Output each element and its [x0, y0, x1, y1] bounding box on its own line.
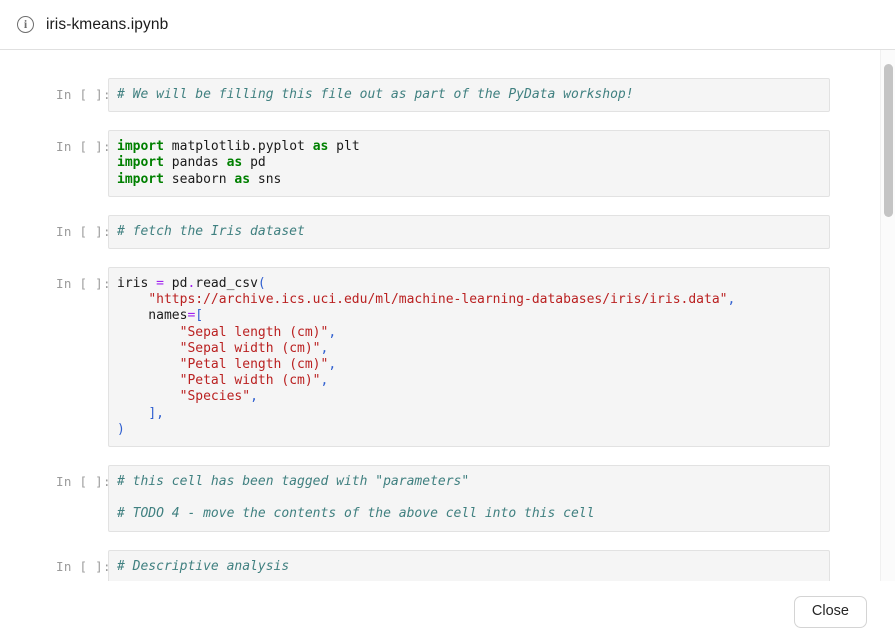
notebook-cell[interactable]: In [ ]: # We will be filling this file ou…	[0, 78, 895, 113]
code-token: (	[257, 276, 266, 292]
code-token: read_csv	[195, 276, 258, 292]
notebook-cell[interactable]: In [ ]: iris = pd.read_csv( "https://arch…	[0, 267, 895, 448]
cell-source-code[interactable]: import matplotlib.pyplot as plt import p…	[117, 139, 820, 188]
cell-source-code[interactable]: iris = pd.read_csv( "https://archive.ics…	[117, 276, 820, 438]
code-token: )	[117, 421, 125, 437]
footer-bar: Close	[0, 581, 895, 643]
code-token: =	[187, 308, 196, 324]
cell-prompt-label: In [ ]:	[56, 139, 111, 155]
page-title: iris-kmeans.ipynb	[46, 15, 169, 33]
cell-prompt-label: In [ ]:	[56, 223, 111, 239]
code-token: as	[226, 155, 243, 171]
code-token: # fetch the Iris dataset	[117, 223, 305, 239]
code-token: pd	[242, 155, 266, 171]
code-token: ,	[727, 292, 736, 308]
code-token: import	[117, 171, 164, 187]
code-token	[117, 292, 148, 307]
notebook-cell[interactable]: In [ ]: import matplotlib.pyplot as plt i…	[0, 130, 895, 197]
cell-source-code[interactable]: # Descriptive analysis	[117, 559, 820, 575]
code-token: iris	[117, 276, 157, 292]
cell-input-area[interactable]: # this cell has been tagged with "parame…	[108, 465, 830, 532]
code-token: names	[117, 308, 188, 324]
code-token: pd	[163, 276, 188, 292]
code-token: import	[117, 155, 164, 171]
cell-input-area[interactable]: iris = pd.read_csv( "https://archive.ics…	[108, 267, 830, 448]
code-token: "Species"	[179, 389, 251, 405]
code-token	[117, 406, 148, 421]
code-token: # TODO 4 - move the contents of the abov…	[117, 506, 595, 522]
cell-prompt-label: In [ ]:	[56, 558, 111, 574]
notebook-cell[interactable]: In [ ]: # Descriptive analysis	[0, 549, 895, 581]
code-token: .	[187, 276, 196, 292]
vertical-scrollbar[interactable]	[880, 50, 895, 581]
cell-prompt-label: In [ ]:	[56, 87, 111, 102]
code-token: [	[195, 308, 204, 324]
code-token	[117, 325, 180, 340]
notebook-cell[interactable]: In [ ]: # this cell has been tagged with …	[0, 465, 895, 532]
code-token: "Sepal width (cm)"	[179, 340, 321, 356]
code-token: # We will be filling this file out as pa…	[117, 87, 634, 102]
notebook-cell-list: In [ ]: # We will be filling this file ou…	[0, 50, 895, 581]
code-token: "https://archive.ics.uci.edu/ml/machine-…	[148, 292, 728, 308]
code-token: ,	[320, 340, 329, 356]
notebook-cell[interactable]: In [ ]: # fetch the Iris dataset	[0, 214, 895, 250]
code-token: plt	[328, 139, 360, 155]
cell-prompt-label: In [ ]:	[56, 276, 111, 292]
info-circle-icon: i	[17, 16, 34, 33]
code-token: "Petal width (cm)"	[179, 373, 321, 389]
code-token: ,	[328, 357, 337, 373]
code-token: as	[312, 139, 329, 155]
vertical-scrollbar-thumb[interactable]	[884, 64, 893, 217]
cell-input-area[interactable]: # We will be filling this file out as pa…	[108, 78, 830, 113]
close-button[interactable]: Close	[793, 595, 867, 629]
code-token: ],	[148, 405, 164, 421]
code-token: ,	[320, 373, 329, 389]
notebook-scroll-area[interactable]: In [ ]: # We will be filling this file ou…	[0, 50, 895, 581]
code-token	[117, 357, 180, 372]
code-token: ,	[250, 389, 258, 405]
cell-input-area[interactable]: import matplotlib.pyplot as plt import p…	[108, 130, 830, 197]
code-token: sns	[250, 171, 282, 187]
cell-input-area[interactable]: # fetch the Iris dataset	[108, 214, 830, 250]
cell-prompt-label: In [ ]:	[56, 474, 111, 490]
code-token: pandas	[163, 155, 227, 171]
cell-input-area[interactable]: # Descriptive analysis	[108, 549, 830, 581]
code-token: =	[156, 276, 164, 292]
cell-source-code[interactable]: # We will be filling this file out as pa…	[117, 87, 820, 103]
titlebar: i iris-kmeans.ipynb	[0, 0, 895, 50]
code-token: ,	[328, 324, 337, 340]
code-token: # Descriptive analysis	[117, 558, 290, 574]
cell-source-code[interactable]: # this cell has been tagged with "parame…	[117, 474, 820, 523]
cell-source-code[interactable]: # fetch the Iris dataset	[117, 224, 820, 240]
code-token: "Petal length (cm)"	[179, 357, 329, 373]
code-token: # this cell has been tagged with "parame…	[117, 474, 470, 490]
code-token	[117, 373, 180, 388]
code-token: "Sepal length (cm)"	[179, 324, 329, 340]
code-token: as	[234, 171, 251, 187]
code-token: matplotlib.pyplot	[163, 139, 313, 155]
code-token: seaborn	[163, 171, 235, 187]
code-token	[117, 389, 180, 404]
code-token	[117, 341, 180, 356]
code-token: import	[117, 139, 164, 155]
